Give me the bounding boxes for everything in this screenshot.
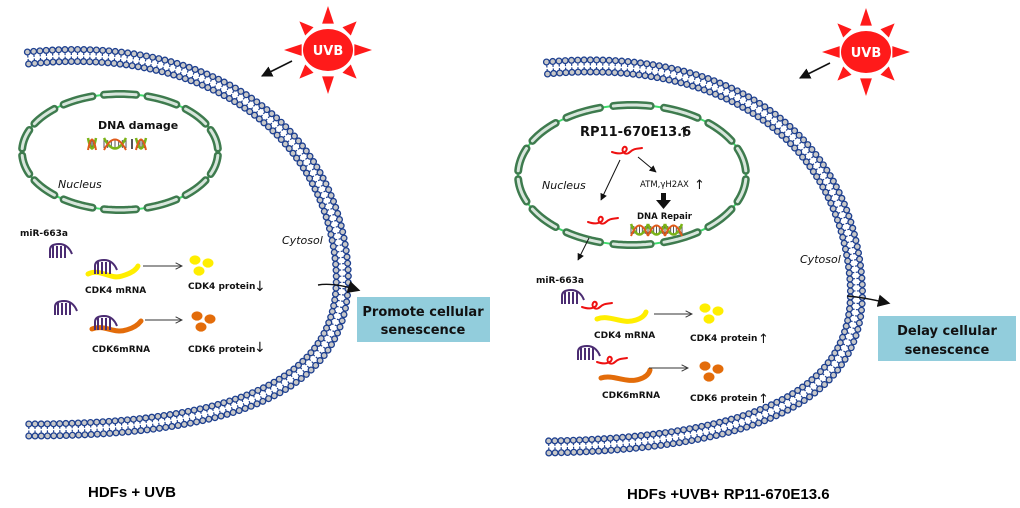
outcome-arrow: [846, 294, 891, 307]
cell-membrane: [542, 56, 867, 457]
cdk6-protein-icon: [699, 361, 724, 382]
nucleus: [18, 89, 222, 215]
lncrna-icon: [587, 215, 619, 225]
cdk4-mrna-icon: [594, 309, 649, 324]
mirna-lncrna-complex-icon: [577, 344, 628, 365]
panel-left: UVB DNA damage Nucleus Cytosol miR-663a …: [18, 6, 490, 501]
uvb-arrow: [260, 60, 293, 77]
mirna-lncrna-complex-icon: [561, 288, 613, 310]
cdk4-mrna-label: CDK4 mRNA: [85, 286, 146, 296]
dna-repair-label: DNA Repair: [637, 212, 693, 222]
cdk6-protein-label: CDK6 protein: [690, 394, 757, 404]
outcome-line-2: senescence: [905, 343, 990, 358]
cdk4-change-arrow: ↑: [758, 332, 769, 347]
uvb-arrow: [798, 62, 831, 79]
uvb-label: UVB: [851, 46, 882, 61]
cdk6-mrna-label: CDK6mRNA: [602, 391, 660, 401]
atm-change-arrow: ↑: [694, 178, 705, 193]
cdk4-mrna-icon: [85, 258, 141, 280]
arrow-to-atm: [637, 156, 657, 173]
outcome-line-2: senescence: [381, 323, 466, 338]
lncrna-icon: [611, 145, 643, 155]
thick-down-arrow-icon: [656, 193, 671, 209]
uvb-sun: UVB: [284, 6, 372, 94]
uvb-label: UVB: [313, 44, 344, 59]
uvb-sun: UVB: [822, 8, 910, 96]
dna-damage-label: DNA damage: [98, 119, 178, 132]
cdk6-mrna-label: CDK6mRNA: [92, 345, 150, 355]
cdk6-mrna-icon: [89, 314, 144, 334]
cytosol-label: Cytosol: [800, 253, 841, 266]
cdk6-mrna-icon: [598, 367, 653, 383]
cdk6-protein-label: CDK6 protein: [188, 345, 255, 355]
nucleus-label: Nucleus: [542, 179, 586, 192]
mirna-label: miR-663a: [536, 276, 584, 286]
atm-h2ax-label: ATM,γH2AX: [640, 180, 689, 190]
cdk4-mrna-label: CDK4 mRNA: [594, 331, 655, 341]
cytosol-label: Cytosol: [282, 234, 323, 247]
lncrna-label: RP11-670E13.6: [580, 125, 691, 140]
outcome-line-1: Promote cellular: [362, 305, 484, 320]
panel-right: UVB RP11-670E13.6 ↑ Nucleus ATM,γH2AX ↑ …: [514, 8, 1016, 503]
mirna-icon: [54, 299, 78, 315]
cdk6-change-arrow: ↑: [758, 392, 769, 407]
outcome-box: [357, 297, 490, 342]
cdk4-protein-icon: [189, 255, 214, 276]
outcome-arrow: [317, 281, 361, 294]
nucleus: [514, 100, 750, 250]
cdk6-protein-icon: [191, 311, 216, 332]
cdk4-protein-label: CDK4 protein: [690, 334, 757, 344]
nucleus-label: Nucleus: [58, 178, 102, 191]
outcome-box: [878, 316, 1016, 361]
cdk6-change-arrow: ↓: [254, 340, 266, 356]
mirna-label: miR-663a: [20, 229, 68, 239]
panel-caption: HDFs + UVB: [88, 484, 176, 501]
outcome-line-1: Delay cellular: [897, 324, 997, 339]
cdk4-protein-icon: [699, 303, 724, 324]
repaired-dna-icon: [629, 223, 684, 237]
damaged-dna-icon: [86, 137, 148, 151]
cdk4-change-arrow: ↓: [254, 279, 266, 295]
mirna-icon: [49, 242, 73, 258]
lncrna-change-arrow: ↑: [678, 125, 690, 141]
cdk4-protein-label: CDK4 protein: [188, 282, 255, 292]
cell-membrane: [23, 45, 352, 440]
arrow-to-cytoplasm: [600, 159, 621, 201]
arrow-to-mirna: [577, 237, 590, 261]
panel-caption: HDFs +UVB+ RP11-670E13.6: [627, 486, 830, 503]
